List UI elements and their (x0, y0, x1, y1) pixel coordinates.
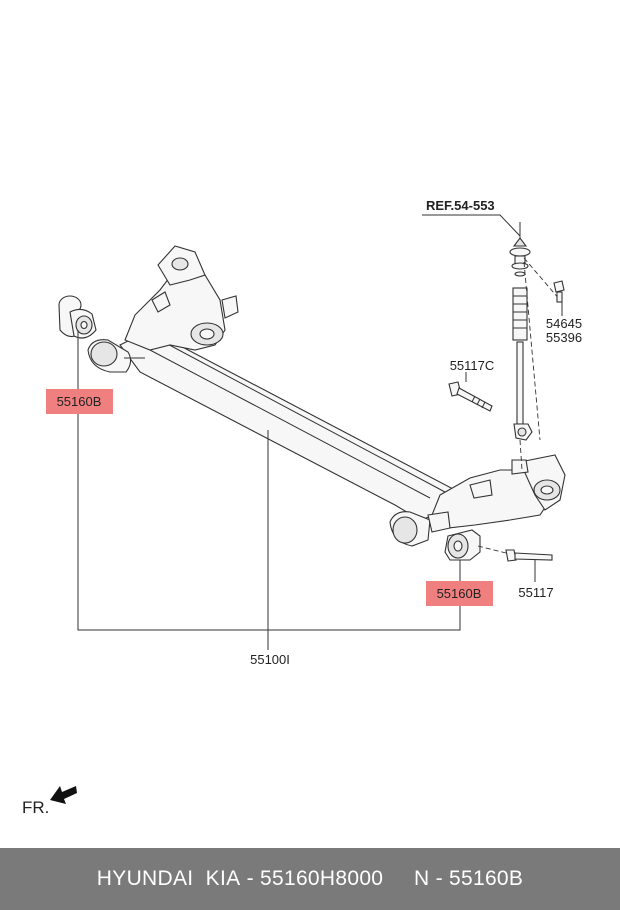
spacer (383, 867, 414, 891)
ref-prefix: N - (413, 867, 449, 890)
label-axle: 55100I (250, 652, 290, 667)
shock-nut (553, 280, 565, 303)
highlight-box (426, 581, 493, 606)
label-bolt-upper: 55117C (450, 358, 495, 373)
label-bushing-right[interactable]: 55160B (426, 581, 493, 606)
label-bushing-left[interactable]: 55160B (46, 389, 113, 414)
label-ref: REF.54-553 (426, 198, 495, 213)
svg-text:55160B: 55160B (437, 586, 482, 601)
highlight-box (46, 389, 113, 414)
bushing-right[interactable] (444, 529, 481, 561)
part-info-bar: HYUNDAI KIA - 55160H8000 N - 55160B (0, 848, 620, 910)
torsion-beam-axle (87, 245, 566, 547)
bushing-left[interactable] (58, 295, 97, 339)
bolt-upper (448, 381, 493, 412)
part-number: 55160H8000 (260, 867, 384, 890)
arrow-icon (50, 786, 77, 804)
separator: - (240, 867, 260, 890)
bolt-lower (477, 545, 553, 562)
label-shock-part-1: 54645 (546, 316, 582, 331)
ref-number: 55160B (449, 867, 524, 890)
svg-text:FR.: FR. (22, 798, 49, 817)
svg-text:55160B: 55160B (57, 394, 102, 409)
label-bolt-lower: 55117 (518, 585, 553, 600)
parts-diagram: 55160B 55160B 55100I 55117C 55117 54645 … (22, 198, 582, 817)
shock-absorber (509, 222, 561, 471)
label-shock-part-2: 55396 (546, 330, 582, 345)
brand-text: HYUNDAI KIA (96, 867, 241, 890)
front-indicator: FR. (22, 786, 77, 817)
